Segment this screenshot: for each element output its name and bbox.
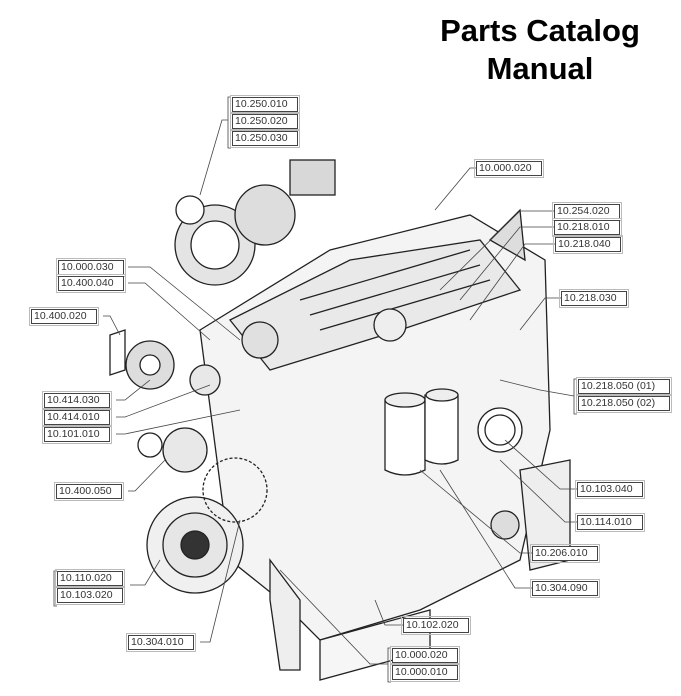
callout-label[interactable]: 10.400.050 (54, 482, 124, 501)
callout-label[interactable]: 10.114.010 (575, 513, 645, 532)
callout-label[interactable]: 10.400.020 (29, 307, 99, 326)
engine-illustration (109, 159, 571, 681)
callout-label[interactable]: 10.414.030 (42, 391, 112, 410)
callout-label[interactable]: 10.250.020 (230, 112, 300, 131)
title-line-1: Parts Catalog (440, 13, 640, 48)
callout-label[interactable]: 10.000.020 (390, 646, 460, 665)
leader-lines (53, 96, 577, 683)
callout-label[interactable]: 10.101.010 (42, 425, 112, 444)
callout-label[interactable]: 10.250.010 (230, 95, 300, 114)
callout-label[interactable]: 10.218.050 (01) (576, 377, 672, 396)
callout-label[interactable]: 10.102.020 (401, 616, 471, 635)
callout-label[interactable]: 10.250.030 (230, 129, 300, 148)
callout-label[interactable]: 10.000.020 (474, 159, 544, 178)
callout-label[interactable]: 10.000.010 (390, 663, 460, 682)
callout-label[interactable]: 10.000.030 (56, 258, 126, 277)
callout-label[interactable]: 10.254.020 (552, 202, 622, 221)
callout-label[interactable]: 10.103.040 (575, 480, 645, 499)
callout-label[interactable]: 10.110.020 (55, 569, 125, 588)
callout-label[interactable]: 10.304.010 (126, 633, 196, 652)
callout-label[interactable]: 10.206.010 (530, 544, 600, 563)
callout-label[interactable]: 10.304.090 (530, 579, 600, 598)
callout-label[interactable]: 10.400.040 (56, 274, 126, 293)
callout-label[interactable]: 10.103.020 (55, 586, 125, 605)
title-line-2: Manual (486, 51, 594, 86)
callout-label[interactable]: 10.218.050 (02) (576, 394, 672, 413)
callout-label[interactable]: 10.218.030 (559, 289, 629, 308)
callout-label[interactable]: 10.218.010 (552, 218, 622, 237)
page-title: Parts Catalog Manual (400, 12, 680, 88)
callout-label[interactable]: 10.414.010 (42, 408, 112, 427)
callout-label[interactable]: 10.218.040 (553, 235, 623, 254)
